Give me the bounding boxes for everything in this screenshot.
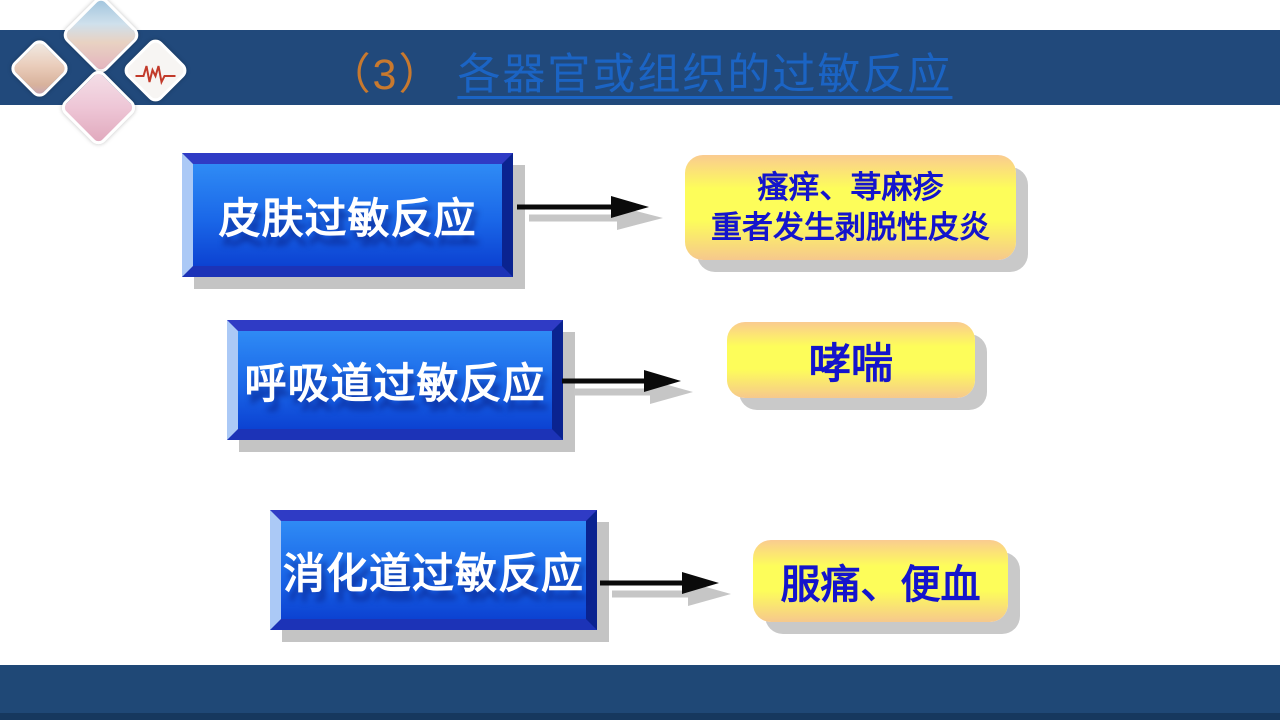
source-box-digestive-label: 消化道过敏反应 [281, 521, 586, 619]
header-band [0, 30, 1280, 105]
arrow-right-icon [517, 196, 663, 230]
result-line: 瘙痒、荨麻疹 [757, 169, 944, 205]
source-box-skin-label: 皮肤过敏反应 [193, 164, 502, 266]
title-text: 各器官或组织的过敏反应 [457, 51, 953, 99]
result-box-skin: 瘙痒、荨麻疹 重者发生剥脱性皮炎 [685, 155, 1016, 260]
result-box-respiratory: 哮喘 [727, 322, 975, 398]
result-box-digestive: 服痛、便血 [753, 540, 1008, 622]
page-title: （3） 各器官或组织的过敏反应 [0, 40, 1280, 102]
footer-band [0, 665, 1280, 720]
title-number: （3） [327, 51, 444, 99]
source-box-digestive: 消化道过敏反应 [270, 510, 597, 630]
ecg-heart-photo [120, 35, 191, 106]
arrow-right-icon [600, 572, 731, 606]
result-line: 重者发生剥脱性皮炎 [711, 209, 990, 245]
source-box-respiratory-label: 呼吸道过敏反应 [238, 331, 552, 429]
arrow-right-icon [562, 370, 693, 404]
result-line: 哮喘 [808, 339, 893, 387]
source-box-respiratory: 呼吸道过敏反应 [227, 320, 563, 440]
result-line: 服痛、便血 [780, 563, 981, 607]
footer-strip [0, 713, 1280, 720]
source-box-skin: 皮肤过敏反应 [182, 153, 513, 277]
